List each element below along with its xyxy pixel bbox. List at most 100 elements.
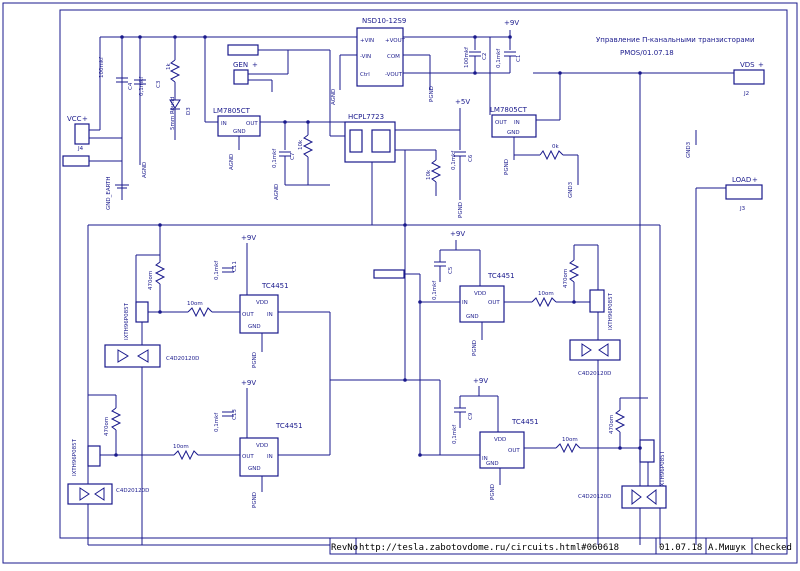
svg-text:+9V: +9V — [241, 379, 256, 387]
svg-text:10om: 10om — [562, 437, 578, 443]
svg-text:C5: C5 — [448, 266, 454, 274]
resistor-0k: 0k — [514, 144, 579, 185]
connector-vcc-j4[interactable]: VCC + J4 — [67, 115, 122, 152]
resistor-10om-1: 10om — [148, 301, 240, 318]
svg-text:LOAD: LOAD — [732, 176, 751, 184]
capacitor-c11: 0,1mkf C11 — [214, 260, 238, 280]
svg-text:GEN: GEN — [233, 61, 248, 69]
capacitor-c5: 0,1mkf C5 — [432, 250, 454, 300]
svg-text:GND: GND — [248, 324, 261, 330]
svg-text:GND_EARTH: GND_EARTH — [106, 176, 112, 210]
input-connector-mid[interactable] — [373, 269, 405, 279]
svg-text:+: + — [82, 115, 88, 123]
svg-text:OUT: OUT — [495, 120, 507, 126]
svg-text:10om: 10om — [538, 291, 554, 297]
svg-text:+: + — [252, 61, 258, 69]
connector-gnd-earth[interactable]: GND_EARTH — [62, 155, 129, 210]
svg-text:COM: COM — [387, 54, 400, 60]
capacitor-c4: 100mkf C4 — [99, 56, 134, 90]
agnd-label-2: AGND — [274, 184, 280, 200]
svg-text:IN: IN — [221, 121, 227, 127]
svg-text:PGND: PGND — [472, 340, 478, 356]
svg-text:GND: GND — [248, 466, 261, 472]
svg-text:OUT: OUT — [242, 312, 254, 318]
svg-text:470om: 470om — [563, 269, 569, 288]
resistor-10om-2: 10om — [100, 444, 240, 461]
diode-c4d20120d-3: C4D20120D — [569, 339, 621, 377]
svg-text:PGND: PGND — [252, 492, 258, 508]
svg-text:IXTH96P085T: IXTH96P085T — [608, 292, 614, 330]
svg-text:C4D20120D: C4D20120D — [578, 494, 611, 500]
resistor-470om-3: 470om — [563, 245, 580, 302]
regulator-lm7805-2: LM7805CT IN OUT GND — [490, 106, 537, 138]
title-block: RevNo http://tesla.zabotovdome.ru/circui… — [329, 537, 792, 555]
svg-text:0,1mkf: 0,1mkf — [452, 424, 458, 444]
svg-text:470om: 470om — [148, 271, 154, 290]
resistor-470om-2: 470om — [104, 395, 122, 455]
svg-text:OUT: OUT — [242, 454, 254, 460]
svg-text:0,1mkf: 0,1mkf — [272, 148, 278, 168]
svg-text:1k: 1k — [166, 63, 172, 70]
svg-text:+9V: +9V — [241, 234, 256, 242]
svg-text:GND: GND — [486, 461, 499, 467]
capacitor-c6: 0,1mkf C6 — [451, 150, 474, 200]
svg-text:Ctrl: Ctrl — [360, 72, 370, 78]
driver-tc4451-3: +9V TC4451 VDD IN OUT GND PGND — [440, 230, 515, 356]
pgnd-label-opto: PGND — [458, 202, 464, 218]
svg-text:VCC: VCC — [67, 115, 82, 123]
svg-text:10om: 10om — [173, 444, 189, 450]
svg-text:IN: IN — [514, 120, 520, 126]
capacitor-c13: 0,1mkf C13 — [214, 409, 238, 432]
svg-text:VDD: VDD — [256, 300, 268, 306]
svg-text:-VOUT: -VOUT — [385, 72, 403, 78]
svg-text:C4: C4 — [128, 82, 134, 90]
pgnd-label-top: PGND — [429, 86, 435, 102]
resistor-10k-1: 10k — [298, 122, 314, 185]
connector-load-j3[interactable]: LOAD + J3 — [725, 176, 763, 212]
connector-gen[interactable]: GEN + — [227, 44, 288, 92]
svg-text:+: + — [752, 176, 758, 184]
svg-text:IN: IN — [267, 312, 273, 318]
agnd-label-3: AGND — [331, 89, 337, 105]
mosfet-3: IXTH96P085T — [589, 289, 614, 330]
svg-text:C6: C6 — [468, 154, 474, 162]
svg-text:470om: 470om — [104, 417, 110, 436]
svg-text:IXTH96P085T: IXTH96P085T — [660, 450, 666, 488]
led-d3: 5mm Round D3 — [169, 97, 192, 140]
svg-text:+9V: +9V — [473, 377, 488, 385]
svg-text:OUT: OUT — [246, 121, 258, 127]
agnd-label-1: AGND — [142, 162, 148, 178]
svg-text:LM7805CT: LM7805CT — [490, 106, 528, 114]
svg-text:NSD10-12S9: NSD10-12S9 — [362, 17, 406, 25]
svg-text:VDD: VDD — [474, 291, 486, 297]
author-name: А.Мишук — [708, 543, 747, 553]
svg-text:LM7805CT: LM7805CT — [213, 107, 251, 115]
capacitor-c9: 0,1mkf C9 — [452, 396, 474, 444]
svg-text:5mm Round: 5mm Round — [170, 97, 176, 130]
svg-text:C11: C11 — [232, 261, 238, 272]
svg-text:OUT: OUT — [508, 448, 520, 454]
diode-c4d20120d-4: C4D20120D — [578, 485, 667, 509]
connector-vds-j2[interactable]: VDS + J2 — [733, 61, 765, 97]
svg-text:J2: J2 — [743, 91, 749, 97]
mosfet-1: IXTH96P085T — [124, 301, 149, 340]
p9v-label-top: +9V — [504, 19, 519, 27]
gnd3-label-1: GND3 — [568, 181, 574, 198]
svg-text:C2: C2 — [482, 53, 488, 60]
svg-text:0,1mkf: 0,1mkf — [214, 260, 220, 280]
checked-label: Checked — [754, 543, 792, 553]
svg-text:470om: 470om — [609, 415, 615, 434]
svg-text:100mkf: 100mkf — [464, 46, 470, 68]
resistor-10om-3: 10om — [504, 291, 590, 308]
svg-text:TC4451: TC4451 — [261, 282, 289, 290]
svg-text:C9: C9 — [468, 412, 474, 420]
svg-text:0,1mkf: 0,1mkf — [451, 150, 457, 170]
svg-text:C7: C7 — [290, 152, 296, 160]
svg-text:10k: 10k — [298, 139, 304, 150]
svg-text:C4D20120D: C4D20120D — [166, 356, 199, 362]
resistor-470om-1: 470om — [148, 255, 166, 312]
svg-text:+VIN: +VIN — [360, 38, 374, 44]
svg-text:TC4451: TC4451 — [511, 418, 539, 426]
sheet-frame — [2, 2, 798, 564]
svg-text:GND: GND — [507, 130, 520, 136]
